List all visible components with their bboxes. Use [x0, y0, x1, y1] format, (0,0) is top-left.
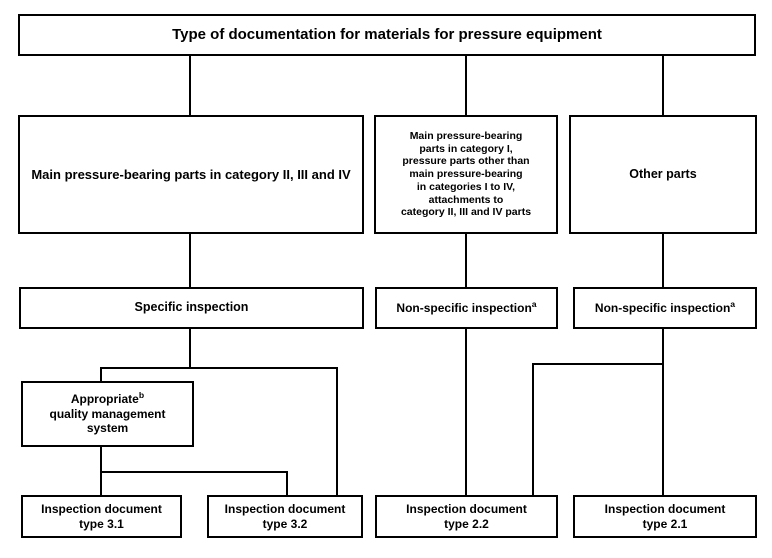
connector-specific-inspection-stem [189, 328, 191, 369]
connector-qms-bus [100, 471, 288, 473]
node-other-parts[interactable]: Other parts [569, 115, 757, 234]
node-specific-inspection-label: Specific inspection [134, 300, 249, 315]
node-cat1-parts-label: Main pressure-bearing parts in category … [400, 129, 532, 219]
node-nonspecific-1-text: Non-specific inspectiona [381, 298, 552, 316]
connector-qms-to-doc32 [286, 471, 288, 497]
node-inspection-document-type-2-1[interactable]: Inspection document type 2.1 [573, 495, 757, 538]
node-appropriate-quality-management-system[interactable]: Appropriateb quality management system [21, 381, 194, 447]
connector-other-parts-to-nonspecific-inspection-2 [662, 233, 664, 288]
node-qms-label-line1: Appropriate [70, 392, 139, 407]
node-main-parts-label: Main pressure-bearing parts in category … [31, 166, 351, 182]
node-inspection-document-type-3-1[interactable]: Inspection document type 3.1 [21, 495, 182, 538]
connector-title-to-cat1-parts [465, 55, 467, 116]
node-nonspecific-2-text: Non-specific inspectiona [579, 298, 751, 316]
node-qms-text: Appropriateb quality management system [27, 390, 188, 436]
node-qms-label-rest: quality management system [49, 406, 166, 436]
connector-nonspecific-2-branch-bus [532, 363, 664, 365]
node-nonspecific-1-label: Non-specific inspection [396, 300, 532, 315]
node-non-specific-inspection-right[interactable]: Non-specific inspectiona [573, 287, 757, 329]
connector-title-to-other-parts [662, 55, 664, 116]
connector-main-parts-to-specific-inspection [189, 233, 191, 288]
node-doc32-label: Inspection document type 3.2 [224, 501, 346, 531]
node-non-specific-inspection-center[interactable]: Non-specific inspectiona [375, 287, 558, 329]
footnote-marker-a: a [730, 298, 736, 309]
node-specific-inspection[interactable]: Specific inspection [19, 287, 364, 329]
node-doc21-label: Inspection document type 2.1 [604, 501, 726, 531]
node-main-pressure-bearing-parts-cat-1[interactable]: Main pressure-bearing parts in category … [374, 115, 558, 234]
connector-cat1-parts-to-nonspecific-inspection-1 [465, 233, 467, 288]
node-nonspecific-2-label: Non-specific inspection [594, 300, 731, 315]
connector-qms-to-doc31 [100, 471, 102, 497]
node-doc22-label: Inspection document type 2.2 [406, 501, 527, 531]
node-inspection-document-type-3-2[interactable]: Inspection document type 3.2 [207, 495, 363, 538]
connector-title-to-main-parts [189, 55, 191, 116]
node-other-parts-label: Other parts [629, 166, 697, 181]
connector-nonspecific-1-to-doc22 [465, 329, 467, 497]
connector-specific-inspection-to-doc32 [336, 367, 338, 497]
connector-qms-stem [100, 447, 102, 473]
connector-nonspecific-2-to-doc21 [662, 329, 664, 497]
footnote-marker-a: a [531, 298, 537, 309]
node-doc31-label: Inspection document type 3.1 [41, 501, 162, 531]
connector-bus-to-qms [100, 367, 102, 383]
footnote-marker-b: b [138, 390, 145, 401]
node-title[interactable]: Type of documentation for materials for … [18, 14, 756, 56]
node-title-label: Type of documentation for materials for … [172, 25, 602, 43]
node-inspection-document-type-2-2[interactable]: Inspection document type 2.2 [375, 495, 558, 538]
node-main-pressure-bearing-parts-cat-2-3-4[interactable]: Main pressure-bearing parts in category … [18, 115, 364, 234]
connector-nonspecific-2-to-doc22 [532, 363, 534, 497]
connector-specific-inspection-bus [100, 367, 338, 369]
